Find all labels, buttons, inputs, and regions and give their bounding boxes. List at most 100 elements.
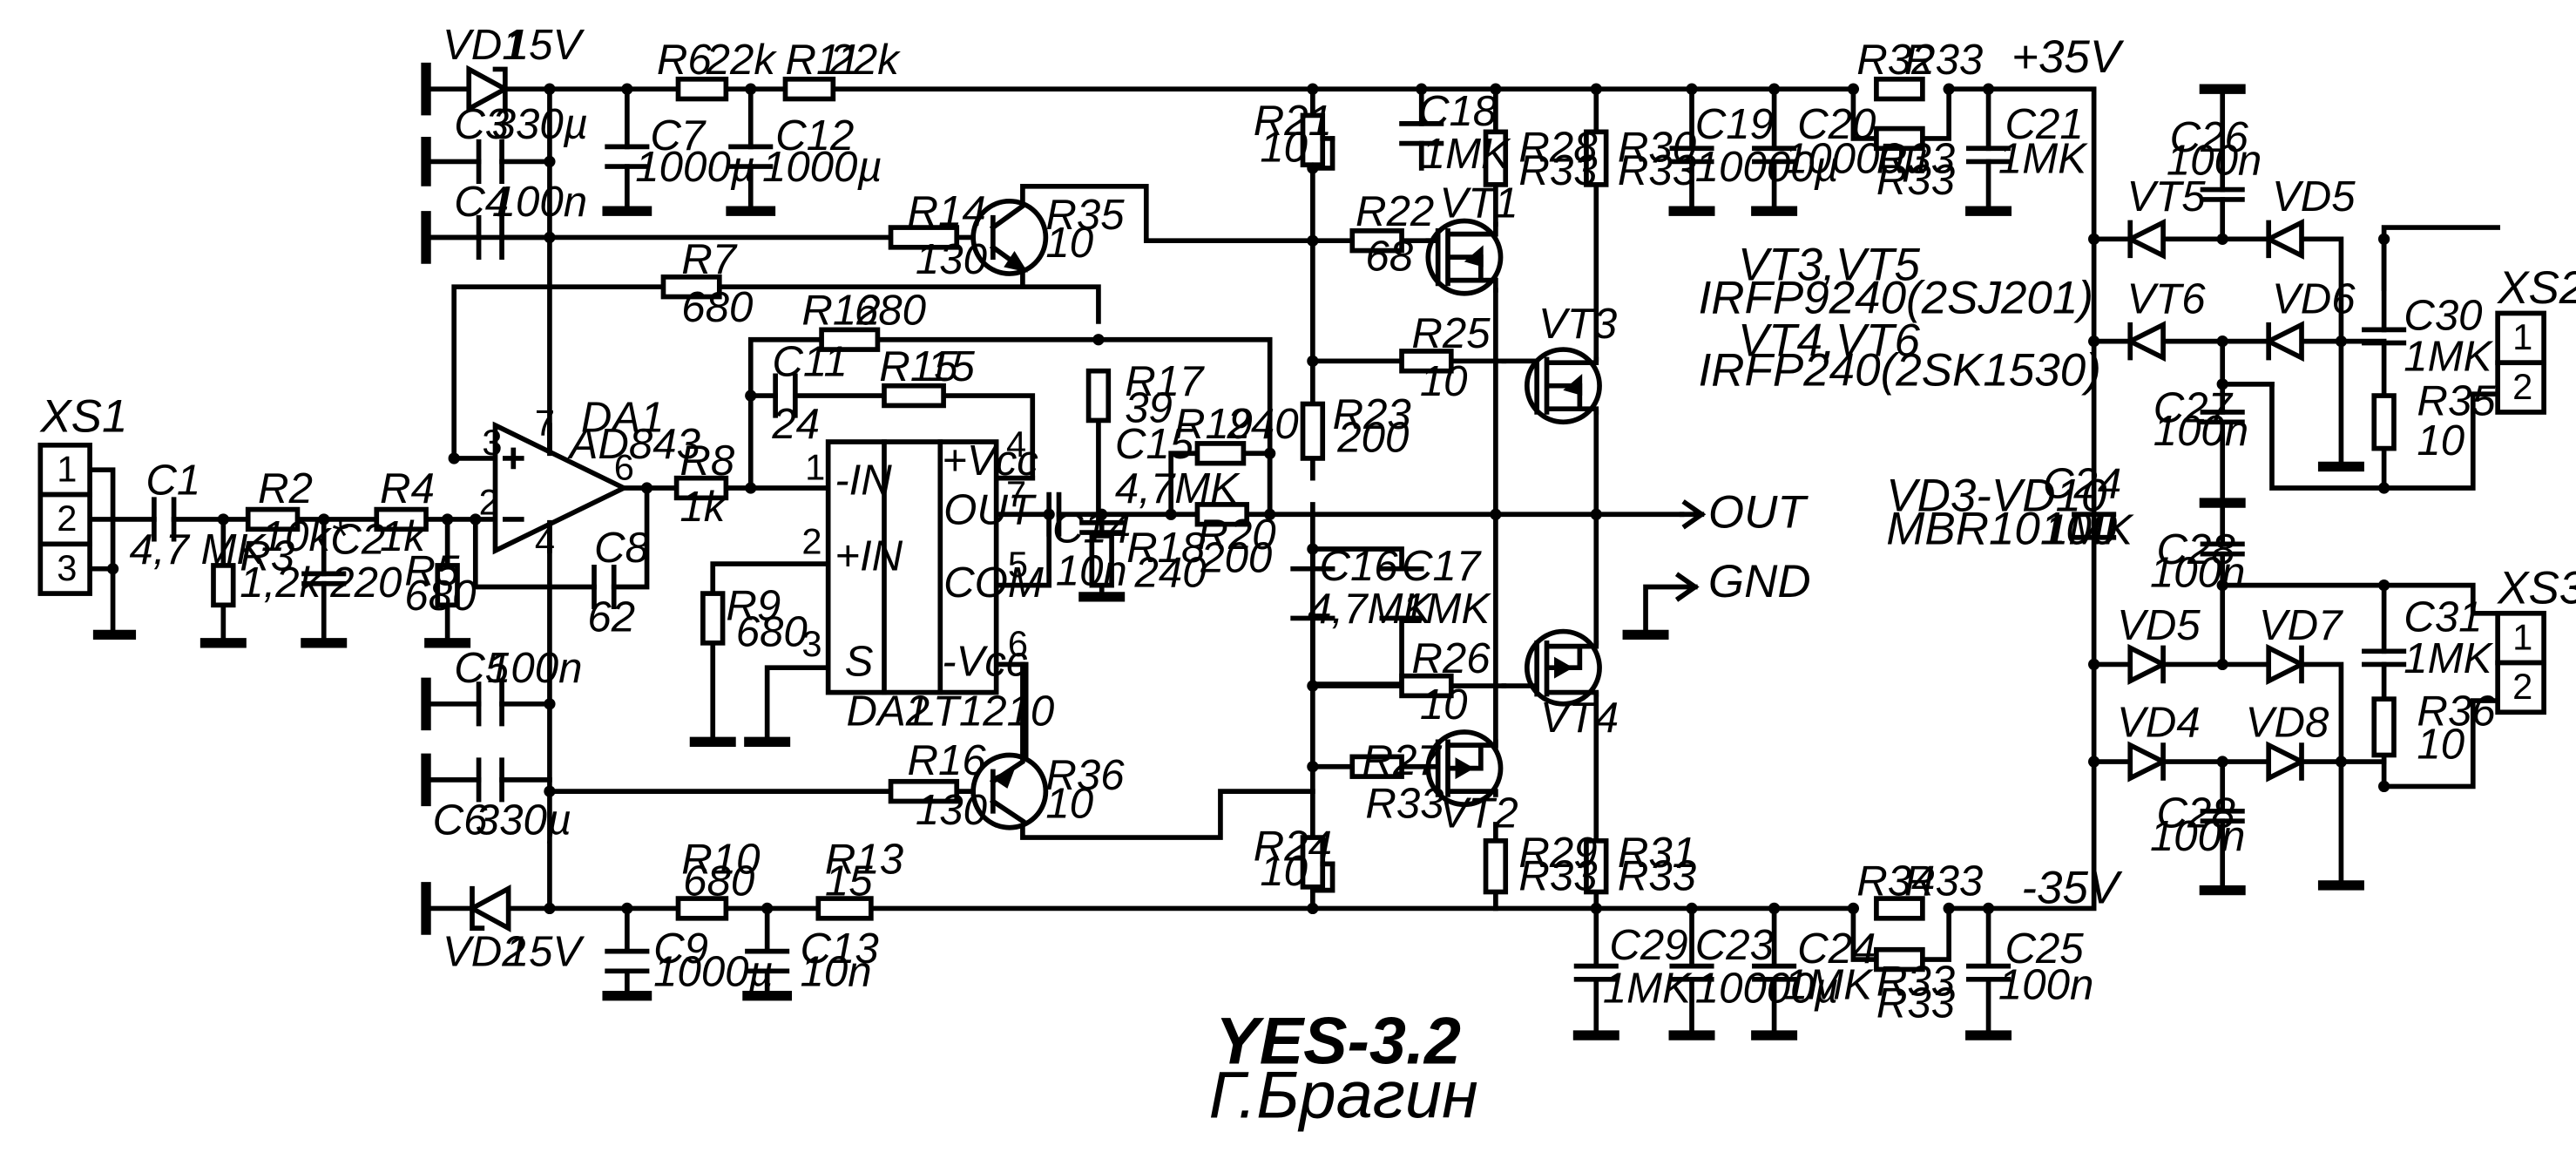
label-c25: C26 <box>2170 113 2249 161</box>
svg-text:1: 1 <box>2512 616 2532 657</box>
da2-pin-in-neg: -IN <box>835 457 892 505</box>
resistor-r27 <box>1483 129 1509 187</box>
resistor-r35 <box>2371 393 2397 451</box>
svg-text:1: 1 <box>2512 316 2532 357</box>
label-c16-value: 1MK <box>1402 585 1491 633</box>
label-r33-value: R33 <box>1876 979 1955 1027</box>
annotations: +35V -35V OUT GND VT3,VT5 IRFP9240(2SJ20… <box>38 31 2576 1132</box>
note-vt3-vt5-type: IRFP9240(2SJ201) <box>1699 272 2093 323</box>
label-c3-value: 330µ <box>492 100 588 148</box>
label-r27: R28 <box>1518 123 1598 171</box>
label-c20: C21 <box>2005 100 2083 148</box>
label-c15: C16 <box>1319 542 1398 590</box>
label-r35-ref: 10 <box>2417 417 2464 464</box>
label-r34: R34 <box>1856 857 1935 905</box>
capacitor-c31 <box>2362 648 2407 668</box>
label-r3: R4 <box>380 464 435 512</box>
label-c31-value: 1MK <box>2404 634 2493 682</box>
label-c7-value: 1000µ <box>635 143 755 191</box>
gnd-arrow <box>1674 572 1700 602</box>
capacitor-c12 <box>745 948 790 974</box>
component-bodies <box>37 64 2546 982</box>
label-r19: R20 <box>1197 511 1275 559</box>
resistor-r2 <box>211 563 236 608</box>
resistor-r19 <box>1194 502 1250 527</box>
resistor-r14 <box>882 383 946 409</box>
label-vt1: R35 <box>1045 191 1125 239</box>
label-c25-value: 100n <box>2167 137 2262 185</box>
label-vt6: VT4 <box>1540 694 1619 742</box>
da2-pin-com: COM <box>943 559 1044 607</box>
label-c21: C23 <box>1695 921 1774 969</box>
label-c27: C28 <box>2157 525 2236 573</box>
svg-text:2: 2 <box>57 498 77 539</box>
label-r6-value: 680 <box>681 283 753 331</box>
svg-text:6: 6 <box>1008 623 1028 664</box>
label-c13-value: 10n <box>1056 547 1127 595</box>
label-c19-value: 10000µ <box>1784 135 1928 183</box>
label-r35: R35 <box>2417 377 2496 425</box>
capacitor-c7 <box>605 144 650 169</box>
label-c29: C29 <box>1609 921 1687 969</box>
label-r13-value: 130 <box>916 235 987 283</box>
label-r10-value: 22k <box>829 36 902 84</box>
capacitor-c3 <box>476 139 504 184</box>
label-c8-value: 62 <box>587 593 635 641</box>
capacitor-c23 <box>1966 963 2011 982</box>
label-r24: R25 <box>1411 309 1491 357</box>
net-gnd-label: GND <box>1708 556 1811 607</box>
label-r20-value: 10 <box>1260 123 1308 171</box>
label-r16: R17 <box>1125 357 1205 405</box>
label-c5-value: 100n <box>487 644 582 692</box>
capacitor-c19 <box>1752 146 1797 165</box>
diode-vd7 <box>2262 218 2304 260</box>
label-r23-value: 10 <box>1260 847 1308 895</box>
svg-text:1: 1 <box>57 448 77 489</box>
label-r5-value: 22k <box>706 36 778 84</box>
resistor-r10 <box>782 76 836 102</box>
label-r18-value: 240 <box>1226 400 1298 448</box>
label-r33: R33 <box>1876 958 1955 1006</box>
label-r4: R5 <box>404 547 460 595</box>
label-r18: R19 <box>1174 400 1253 448</box>
resistor-r26 <box>1349 754 1404 779</box>
label-da1-type: AD843 <box>567 420 700 468</box>
capacitor-c5 <box>476 681 504 727</box>
diode-vd3 <box>2124 218 2166 260</box>
label-c19: C20 <box>1797 100 1876 148</box>
label-r36-value: 10 <box>2417 720 2464 768</box>
capacitor-c20 <box>1966 146 2011 165</box>
label-c11-value: 24 <box>771 400 820 448</box>
label-r28-value: R33 <box>1518 852 1597 900</box>
label-c24-value: 1MK <box>2045 505 2134 553</box>
diode-vd6 <box>2127 741 2169 783</box>
rail-neg-label: -35V <box>2021 863 2123 914</box>
label-vd4: VT6 <box>2126 274 2206 322</box>
label-vd7: VD5 <box>2272 173 2356 220</box>
label-r25: R26 <box>1411 634 1491 682</box>
diode-vd9 <box>2266 643 2308 685</box>
transistor-vt1 <box>970 198 1049 290</box>
label-r12-value: 15 <box>825 857 873 905</box>
label-r21-value: 68 <box>1365 232 1413 280</box>
resistor-r9 <box>675 896 729 921</box>
capacitor-c22 <box>1752 963 1797 982</box>
label-c7: C7 <box>650 112 707 159</box>
label-r17: R18 <box>1126 524 1206 572</box>
mosfet-vt4 <box>1425 729 1504 808</box>
label-vd3: VT5 <box>2126 173 2206 220</box>
label-c30-value: 1MK <box>2404 333 2493 381</box>
resistor-r11 <box>819 327 881 352</box>
label-r28: R29 <box>1518 829 1597 877</box>
svg-text:3: 3 <box>801 623 821 664</box>
resistor-r15 <box>888 778 960 804</box>
label-r14: R15 <box>879 342 958 390</box>
label-r32-value: R33 <box>1876 156 1955 204</box>
mosfet-vt5 <box>1501 347 1602 425</box>
capacitor-c25 <box>2200 186 2245 202</box>
label-r14-value: 15 <box>927 342 975 390</box>
label-vt4: VT2 <box>1440 790 1518 837</box>
capacitor-c6 <box>476 757 504 803</box>
capacitor-c17 <box>1399 121 1444 146</box>
